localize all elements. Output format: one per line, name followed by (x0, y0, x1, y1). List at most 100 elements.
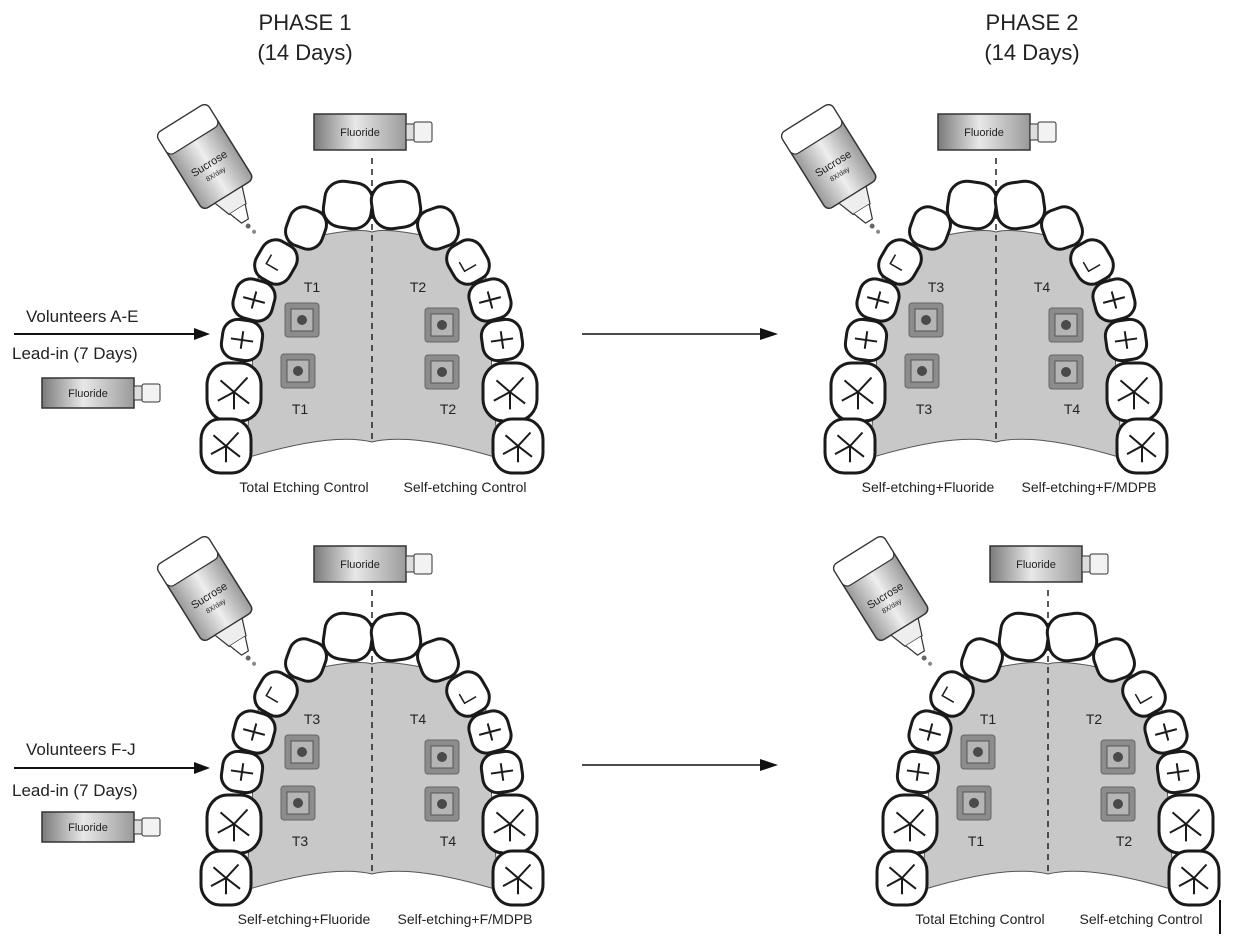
lead-in-arrowhead (194, 762, 210, 774)
enamel-specimen (281, 786, 315, 820)
enamel-specimen (425, 740, 459, 774)
group-caption-right: Self-etching+F/MDPB (1022, 479, 1157, 495)
group-caption-left: Self-etching+Fluoride (238, 911, 371, 927)
treatment-label-bottom-left: T3 (292, 833, 309, 849)
fluoride-tube-icon: Fluoride (42, 378, 160, 408)
tooth-icon (369, 179, 423, 231)
enamel-specimen (909, 303, 943, 337)
tooth-icon (479, 749, 524, 794)
fluoride-tube-icon: Fluoride (938, 114, 1056, 150)
phase-2-title: PHASE 2 (986, 10, 1079, 35)
tooth-icon (207, 795, 261, 853)
tooth-icon (321, 611, 375, 663)
tooth-icon (1103, 317, 1148, 362)
row-2-lead-in: Volunteers F-J Lead-in (7 Days) Fluoride (12, 740, 210, 842)
tooth-icon (1107, 363, 1161, 421)
treatment-label-top-left: T1 (980, 711, 997, 727)
phase-1-title: PHASE 1 (259, 10, 352, 35)
treatment-label-top-right: T4 (410, 711, 427, 727)
group-caption-left: Self-etching+Fluoride (862, 479, 995, 495)
enamel-specimen (285, 735, 319, 769)
tooth-icon (1159, 795, 1213, 853)
tooth-icon (219, 317, 264, 362)
fluoride-tube-icon: Fluoride (314, 546, 432, 582)
phase-2-header: PHASE 2 (14 Days) (984, 10, 1079, 65)
lead-in-arrowhead (194, 328, 210, 340)
enamel-specimen (961, 735, 995, 769)
tooth-icon (1117, 419, 1167, 473)
svg-text:Fluoride: Fluoride (1016, 559, 1056, 571)
enamel-specimen (1049, 355, 1083, 389)
treatment-label-bottom-right: T4 (1064, 401, 1081, 417)
fluoride-tube-icon: Fluoride (314, 114, 432, 150)
enamel-specimen (425, 787, 459, 821)
treatment-label-bottom-left: T1 (968, 833, 985, 849)
tooth-icon (201, 851, 251, 905)
enamel-specimen (425, 308, 459, 342)
enamel-specimen (1101, 787, 1135, 821)
tooth-icon (895, 749, 940, 794)
treatment-label-top-left: T3 (304, 711, 321, 727)
tooth-icon (993, 179, 1047, 231)
tooth-icon (201, 419, 251, 473)
group-caption-right: Self-etching Control (1080, 911, 1203, 927)
group-caption-left: Total Etching Control (239, 479, 368, 495)
fluoride-tube-icon: Fluoride (990, 546, 1108, 582)
group-caption-right: Self-etching+F/MDPB (398, 911, 533, 927)
tooth-icon (207, 363, 261, 421)
phase-transition-arrow-row-1 (582, 328, 778, 340)
treatment-label-bottom-left: T3 (916, 401, 933, 417)
group-caption-right: Self-etching Control (404, 479, 527, 495)
enamel-specimen (285, 303, 319, 337)
sucrose-bottle-icon: Sucrose8X/day (779, 102, 902, 250)
tooth-icon (877, 851, 927, 905)
tooth-icon (883, 795, 937, 853)
enamel-specimen (425, 355, 459, 389)
phase-1-duration: (14 Days) (257, 40, 352, 65)
treatment-label-top-left: T1 (304, 279, 321, 295)
treatment-label-bottom-left: T1 (292, 401, 309, 417)
volunteers-f-j-label: Volunteers F-J (26, 740, 136, 759)
group-caption-left: Total Etching Control (915, 911, 1044, 927)
tooth-icon (1169, 851, 1219, 905)
tooth-icon (483, 363, 537, 421)
tooth-icon (831, 363, 885, 421)
svg-text:Fluoride: Fluoride (340, 127, 380, 139)
enamel-specimen (957, 786, 991, 820)
tooth-icon (1155, 749, 1200, 794)
phase-transition-arrow-row-2 (582, 759, 778, 771)
enamel-specimen (1049, 308, 1083, 342)
tooth-icon (1045, 611, 1099, 663)
phase-2-duration: (14 Days) (984, 40, 1079, 65)
lead-in-label: Lead-in (7 Days) (12, 344, 138, 363)
row-1-lead-in: Volunteers A-E Lead-in (7 Days) Fluoride (12, 307, 210, 408)
treatment-label-bottom-right: T4 (440, 833, 457, 849)
tooth-icon (843, 317, 888, 362)
fluoride-tube-icon: Fluoride (42, 812, 160, 842)
tooth-icon (369, 611, 423, 663)
treatment-label-bottom-right: T2 (1116, 833, 1133, 849)
svg-text:Fluoride: Fluoride (68, 822, 108, 834)
lead-in-label: Lead-in (7 Days) (12, 781, 138, 800)
enamel-specimen (281, 354, 315, 388)
treatment-label-top-right: T2 (410, 279, 427, 295)
enamel-specimen (905, 354, 939, 388)
enamel-specimen (1101, 740, 1135, 774)
volunteers-a-e-label: Volunteers A-E (26, 307, 138, 326)
tooth-icon (945, 179, 999, 231)
treatment-label-top-left: T3 (928, 279, 945, 295)
treatment-label-top-right: T2 (1086, 711, 1103, 727)
tooth-icon (483, 795, 537, 853)
tooth-icon (479, 317, 524, 362)
tooth-icon (219, 749, 264, 794)
tooth-icon (321, 179, 375, 231)
tooth-icon (493, 419, 543, 473)
tooth-icon (825, 419, 875, 473)
phase-1-header: PHASE 1 (14 Days) (257, 10, 352, 65)
